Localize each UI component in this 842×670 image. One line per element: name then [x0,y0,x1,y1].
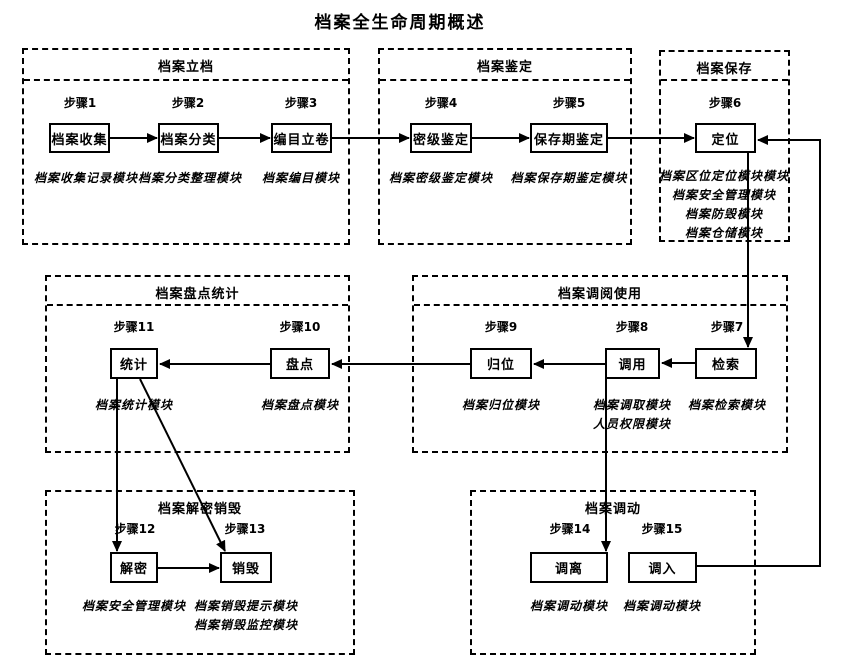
module-label-movein: 档案调动模块 [622,599,701,613]
module-label-locate: 档案区位定位模块模块 档案安全管理模块 档案防毁模块 档案仓储模块 [658,169,789,240]
module-label-use: 档案调取模块 人员权限模块 [592,398,671,431]
group-archive-filing: 档案立档 [22,48,350,245]
node-retrieve: 检索 [695,348,757,379]
step-label-9: 步骤9 [484,320,518,334]
node-inventory: 盘点 [270,348,330,379]
module-label-return: 档案归位模块 [461,398,540,412]
step-label-7: 步骤7 [710,320,744,334]
node-catalog-file: 编目立卷 [271,123,332,153]
group-separator [24,79,348,81]
group-title: 档案鉴定 [476,60,533,75]
group-archive-storage: 档案保存 [659,50,790,242]
group-title: 档案保存 [696,62,753,77]
group-separator [414,304,786,306]
step-label-6: 步骤6 [708,96,742,110]
node-move-out: 调离 [530,552,608,583]
node-locate: 定位 [695,123,756,153]
node-move-in: 调入 [628,552,697,583]
group-title: 档案解密销毁 [157,502,242,517]
group-archive-transfer: 档案调动 [470,490,756,655]
module-label-moveout: 档案调动模块 [529,599,608,613]
node-return-place: 归位 [470,348,532,379]
step-label-12: 步骤12 [114,522,156,536]
diagram-title: 档案全生命周期概述 [314,13,486,33]
module-label-declassify: 档案安全管理模块 [81,599,186,613]
group-title: 档案调动 [584,502,641,517]
module-label-destroy: 档案销毁提示模块 档案销毁监控模块 [193,599,298,632]
node-archive-collect: 档案收集 [49,123,110,153]
module-label-statistics: 档案统计模块 [94,398,173,412]
node-secrecy-appraise: 密级鉴定 [410,123,472,153]
step-label-8: 步骤8 [615,320,649,334]
module-label-secrecy: 档案密级鉴定模块 [388,171,493,185]
step-label-4: 步骤4 [424,96,458,110]
module-label-inventory: 档案盘点模块 [260,398,339,412]
step-label-3: 步骤3 [284,96,318,110]
group-declassify-destroy: 档案解密销毁 [45,490,355,655]
module-label-catalog: 档案编目模块 [261,171,340,185]
node-declassify: 解密 [110,552,158,583]
arrow-movein-to-locate [697,135,821,567]
module-label-collect: 档案收集记录模块 [33,171,138,185]
module-label-retention: 档案保存期鉴定模块 [510,171,628,185]
step-label-10: 步骤10 [279,320,321,334]
node-use: 调用 [605,348,660,379]
node-statistics: 统计 [110,348,158,379]
node-destroy: 销毁 [220,552,272,583]
group-separator [661,79,788,81]
step-label-15: 步骤15 [641,522,683,536]
arrow-stats-to-destroy [139,378,226,552]
step-label-1: 步骤1 [63,96,97,110]
group-archive-appraisal: 档案鉴定 [378,48,632,245]
group-separator [47,304,348,306]
node-archive-classify: 档案分类 [158,123,219,153]
step-label-2: 步骤2 [171,96,205,110]
node-retention-appraise: 保存期鉴定 [530,123,608,153]
group-title: 档案调阅使用 [557,287,642,302]
group-title: 档案盘点统计 [155,287,240,302]
step-label-11: 步骤11 [113,320,155,334]
group-title: 档案立档 [157,60,214,75]
step-label-14: 步骤14 [549,522,591,536]
module-label-classify: 档案分类整理模块 [137,171,242,185]
step-label-13: 步骤13 [224,522,266,536]
module-label-retrieve: 档案检索模块 [687,398,766,412]
group-separator [380,79,630,81]
step-label-5: 步骤5 [552,96,586,110]
